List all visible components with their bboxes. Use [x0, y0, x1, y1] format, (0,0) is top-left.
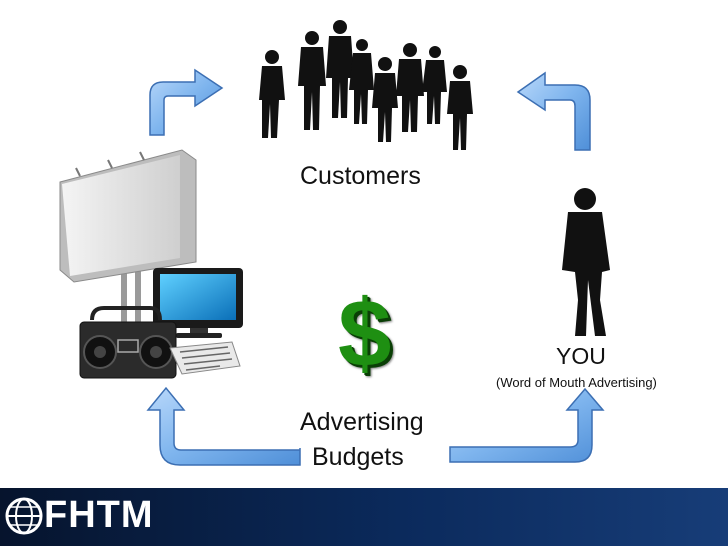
arrow-from-you-to-customers	[516, 71, 591, 151]
billboard-icon	[59, 149, 197, 330]
globe-logo-icon	[5, 497, 43, 535]
arrow-from-budget-to-media	[146, 386, 301, 466]
boombox-icon	[79, 306, 177, 379]
arrow-from-budget-to-you	[449, 387, 605, 463]
dollar-icon: $	[338, 280, 392, 387]
advertising-label: Advertising	[300, 408, 424, 436]
fhtm-logo-text: FHTM	[44, 494, 154, 536]
footer-bar	[0, 488, 728, 546]
tv-icon	[153, 268, 243, 338]
you-sublabel: (Word of Mouth Advertising)	[496, 375, 657, 390]
you-label: YOU	[556, 343, 606, 369]
budgets-label: Budgets	[312, 443, 404, 471]
newspaper-icon	[169, 341, 241, 375]
customers-crowd-icon	[259, 20, 473, 150]
you-person-icon	[562, 188, 610, 336]
arrow-to-customers-left	[149, 68, 224, 136]
customers-label: Customers	[300, 162, 421, 190]
